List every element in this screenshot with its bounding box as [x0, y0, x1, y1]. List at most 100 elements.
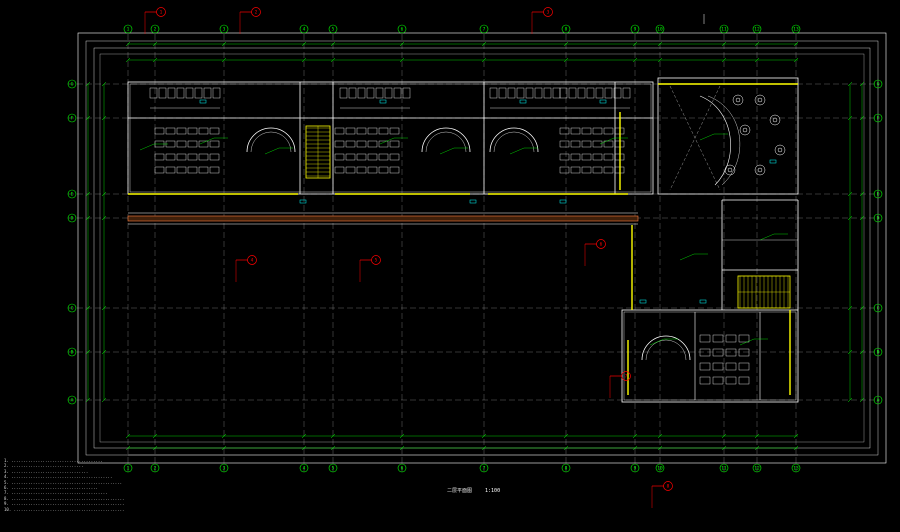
axis-bubble-icon: 8	[561, 24, 571, 34]
note-line: 7. .....................................…	[4, 490, 108, 496]
axis-bubble-icon: 6	[397, 24, 407, 34]
axis-label: E	[877, 192, 880, 198]
detail-index-icon[interactable]: 7	[609, 371, 631, 399]
note-line: 1. .....................................…	[4, 458, 103, 463]
axis-bubble-icon: F	[873, 113, 883, 123]
room-annotations	[139, 133, 788, 346]
axis-label: F	[877, 116, 880, 122]
outer-frame	[77, 32, 887, 464]
axis-label: 10	[657, 466, 663, 472]
detail-index-label: 2	[255, 10, 258, 16]
axis-label: 13	[793, 466, 799, 472]
lower-wing-desks	[699, 334, 750, 385]
axis-bubble-icon: 10	[655, 24, 665, 34]
axis-label: 3	[223, 27, 226, 33]
drawing-scale: 1:100	[485, 488, 501, 494]
detail-index-label: 7	[625, 374, 628, 380]
dimension-lines	[85, 41, 865, 451]
toilet-blocks	[149, 87, 631, 109]
equipment-marks	[199, 99, 777, 304]
axis-bubble-icon: C	[873, 303, 883, 313]
axis-bubble-icon: 9	[630, 24, 640, 34]
axis-bubble-icon: 3	[219, 463, 229, 473]
axis-label: 4	[303, 466, 306, 472]
axis-label: 2	[154, 466, 157, 472]
axis-label: 8	[565, 466, 568, 472]
axis-label: 11	[721, 27, 727, 33]
axis-label: 7	[483, 466, 486, 472]
axis-bubble-icon: 4	[299, 24, 309, 34]
axis-bubble-icon: 11	[719, 24, 729, 34]
axis-label: 13	[793, 27, 799, 33]
axis-label: B	[877, 350, 880, 356]
detail-index-label: 1	[160, 10, 163, 16]
axis-bubble-icon: 4	[299, 463, 309, 473]
axis-label: 1	[127, 27, 130, 33]
axis-label: 5	[332, 27, 335, 33]
axis-label: 6	[401, 27, 404, 33]
axis-label: 12	[754, 27, 760, 33]
note-line: 6. ....................................	[4, 485, 98, 491]
axis-label: 10	[657, 27, 663, 33]
detail-index-label: 5	[375, 258, 378, 264]
detail-index-icon[interactable]: 6	[584, 239, 606, 267]
axis-label: 1	[127, 466, 130, 472]
lower-wing	[621, 199, 799, 403]
drawing-title: 二层平面图 1:100	[447, 487, 510, 494]
detail-index-icon[interactable]: 4	[235, 255, 257, 283]
design-notes: 1. .....................................…	[4, 458, 124, 512]
axis-bubble-icon: 13	[791, 24, 801, 34]
detail-index-icon[interactable]: 3	[531, 7, 553, 35]
detail-index-icon[interactable]: 8	[651, 481, 673, 509]
axis-label: 3	[223, 466, 226, 472]
detail-index-icon[interactable]: 2	[239, 7, 261, 35]
axis-bubble-icon: B	[873, 347, 883, 357]
axis-bubble-icon: G	[67, 79, 77, 89]
detail-index-marks[interactable]: 1 2 3 4 5 6 7 8	[144, 7, 673, 509]
axis-bubble-icon: A	[873, 395, 883, 405]
axis-bubble-icon: E	[873, 189, 883, 199]
note-line: 8. .....................................…	[4, 495, 124, 501]
axis-bubble-icon: 8	[561, 463, 571, 473]
detail-index-label: 8	[667, 484, 670, 490]
classroom-wing	[127, 81, 654, 195]
axis-label: D	[71, 216, 74, 222]
note-line: 9. .....................................…	[4, 501, 124, 507]
axis-bubble-icon: D	[67, 213, 77, 223]
detail-index-label: 3	[547, 10, 550, 16]
axis-bubble-icon: 3	[219, 24, 229, 34]
axis-bubble-icon: 5	[328, 463, 338, 473]
hall-seating	[724, 94, 786, 176]
axis-label: 8	[565, 27, 568, 33]
corridor	[127, 212, 639, 225]
classroom-desks	[154, 127, 625, 174]
stair-icon	[305, 125, 791, 309]
axis-bubble-icon: E	[67, 189, 77, 199]
axis-bubble-icon: 5	[328, 24, 338, 34]
axis-label: 7	[483, 27, 486, 33]
note-line: 2. ..............................	[4, 463, 84, 469]
axis-label: A	[71, 398, 74, 404]
axis-label: 6	[401, 466, 404, 472]
axis-label: G	[877, 82, 880, 88]
axis-label: D	[877, 216, 880, 222]
axis-bubble-icon: 1	[123, 463, 133, 473]
axis-bubble-icon: 10	[655, 463, 665, 473]
drawing-name: 二层平面图	[447, 488, 473, 494]
axis-bubble-icon: 9	[630, 463, 640, 473]
axis-label: C	[877, 306, 880, 312]
axis-bubble-icon: G	[873, 79, 883, 89]
axis-label: 9	[634, 466, 637, 472]
detail-index-label: 4	[251, 258, 254, 264]
detail-index-icon[interactable]: 5	[359, 255, 381, 283]
axis-bubble-icon: 1	[123, 24, 133, 34]
axis-bubble-icon: 2	[150, 24, 160, 34]
axis-label: B	[71, 350, 74, 356]
external-walls	[128, 83, 798, 395]
axis-bubble-icon: 7	[479, 463, 489, 473]
axis-label: 4	[303, 27, 306, 33]
axis-bubble-icon: 6	[397, 463, 407, 473]
detail-index-icon[interactable]: 1	[144, 7, 166, 35]
